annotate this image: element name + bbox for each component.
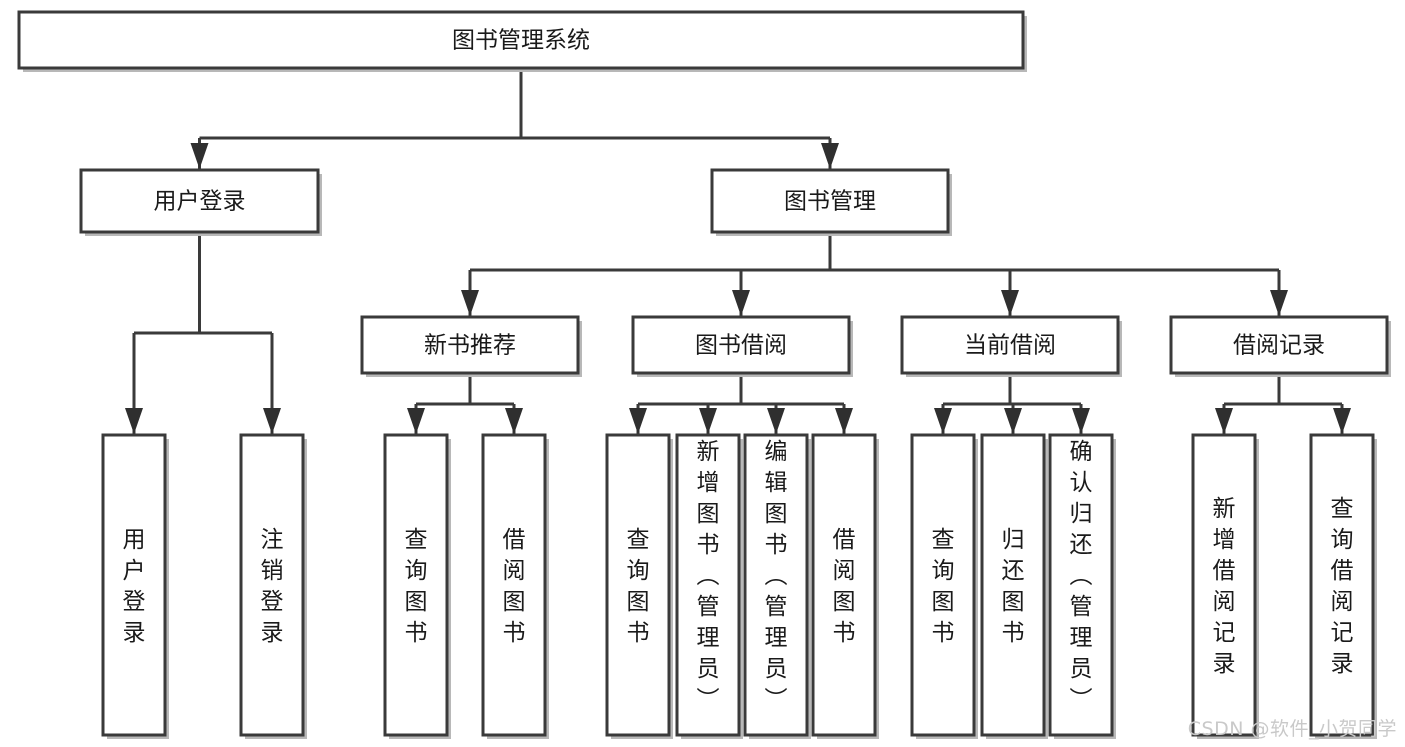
node-layer: 图书管理系统用户登录图书管理新书推荐图书借阅当前借阅借阅记录用户登录注销登录查询… <box>17 10 1391 739</box>
leaf-node[interactable]: 用户登录 <box>101 433 169 739</box>
leaf-node[interactable]: 确认归还︵管理员︶ <box>1048 433 1116 739</box>
node-label: 用户登录 <box>154 189 246 215</box>
level3-node[interactable]: 当前借阅 <box>900 315 1122 377</box>
node-rect[interactable] <box>811 433 877 737</box>
leaf-node[interactable]: 借阅图书 <box>811 433 879 739</box>
arrow-head <box>934 408 952 434</box>
node-rect[interactable] <box>1048 433 1114 737</box>
node-label: 新书推荐 <box>424 333 516 359</box>
node-label: 当前借阅 <box>964 333 1056 359</box>
node-label: 注销登录 <box>261 527 284 646</box>
arrow-head <box>1004 408 1022 434</box>
leaf-node[interactable]: 注销登录 <box>239 433 307 739</box>
node-label: 归还图书 <box>1002 527 1025 646</box>
level3-node[interactable]: 图书借阅 <box>631 315 853 377</box>
arrow-head <box>699 408 717 434</box>
leaf-node[interactable]: 查询图书 <box>605 433 673 739</box>
csdn-watermark: CSDN @软件_小贺同学 <box>1187 718 1397 740</box>
leaf-node[interactable]: 查询借阅记录 <box>1309 433 1377 739</box>
level3-node[interactable]: 借阅记录 <box>1169 315 1391 377</box>
arrow-head <box>732 290 750 316</box>
leaf-node[interactable]: 借阅图书 <box>481 433 549 739</box>
node-label: 用户登录 <box>123 527 146 646</box>
level2-node[interactable]: 图书管理 <box>710 168 952 236</box>
leaf-node[interactable]: 新增图书︵管理员︶ <box>675 433 743 739</box>
root-node[interactable]: 图书管理系统 <box>17 10 1027 72</box>
arrow-head <box>407 408 425 434</box>
node-rect[interactable] <box>631 315 851 375</box>
node-rect[interactable] <box>980 433 1046 737</box>
leaf-node[interactable]: 新增借阅记录 <box>1191 433 1259 739</box>
node-label: 借阅记录 <box>1233 333 1325 359</box>
level2-node[interactable]: 用户登录 <box>79 168 322 236</box>
node-rect[interactable] <box>675 433 741 737</box>
node-label: 图书借阅 <box>695 333 787 359</box>
node-label: 确认归还︵管理员︶ <box>1070 439 1093 713</box>
node-label: 借阅图书 <box>833 527 856 646</box>
node-rect[interactable] <box>481 433 547 737</box>
arrow-head <box>835 408 853 434</box>
node-rect[interactable] <box>79 168 320 234</box>
node-rect[interactable] <box>1309 433 1375 737</box>
node-rect[interactable] <box>710 168 950 234</box>
node-rect[interactable] <box>743 433 809 737</box>
arrow-head <box>505 408 523 434</box>
arrow-head <box>1333 408 1351 434</box>
arrow-head <box>461 290 479 316</box>
level3-node[interactable]: 新书推荐 <box>360 315 582 377</box>
arrow-head <box>1270 290 1288 316</box>
node-rect[interactable] <box>360 315 580 375</box>
node-label: 图书管理系统 <box>452 28 590 54</box>
node-rect[interactable] <box>239 433 305 737</box>
arrow-head <box>629 408 647 434</box>
node-rect[interactable] <box>605 433 671 737</box>
arrow-head <box>125 408 143 434</box>
node-rect[interactable] <box>910 433 976 737</box>
node-label: 借阅图书 <box>503 527 526 646</box>
leaf-node[interactable]: 编辑图书︵管理员︶ <box>743 433 811 739</box>
leaf-node[interactable]: 查询图书 <box>383 433 451 739</box>
node-label: 新增借阅记录 <box>1213 496 1236 677</box>
arrow-head <box>1001 290 1019 316</box>
node-label: 图书管理 <box>784 189 876 215</box>
leaf-node[interactable]: 查询图书 <box>910 433 978 739</box>
leaf-node[interactable]: 归还图书 <box>980 433 1048 739</box>
node-rect[interactable] <box>1169 315 1389 375</box>
node-label: 查询图书 <box>932 527 955 646</box>
arrow-head <box>821 143 839 169</box>
connector-layer <box>125 68 1351 434</box>
node-label: 编辑图书︵管理员︶ <box>765 439 788 713</box>
arrow-head <box>1215 408 1233 434</box>
node-rect[interactable] <box>383 433 449 737</box>
node-label: 查询借阅记录 <box>1331 496 1354 677</box>
arrow-head <box>1072 408 1090 434</box>
node-label: 新增图书︵管理员︶ <box>697 439 720 713</box>
arrow-head <box>190 143 209 169</box>
node-rect[interactable] <box>17 10 1025 70</box>
node-rect[interactable] <box>101 433 167 737</box>
node-label: 查询图书 <box>627 527 650 646</box>
node-rect[interactable] <box>1191 433 1257 737</box>
arrow-head <box>263 408 281 434</box>
node-rect[interactable] <box>900 315 1120 375</box>
arrow-head <box>767 408 785 434</box>
node-label: 查询图书 <box>405 527 428 646</box>
